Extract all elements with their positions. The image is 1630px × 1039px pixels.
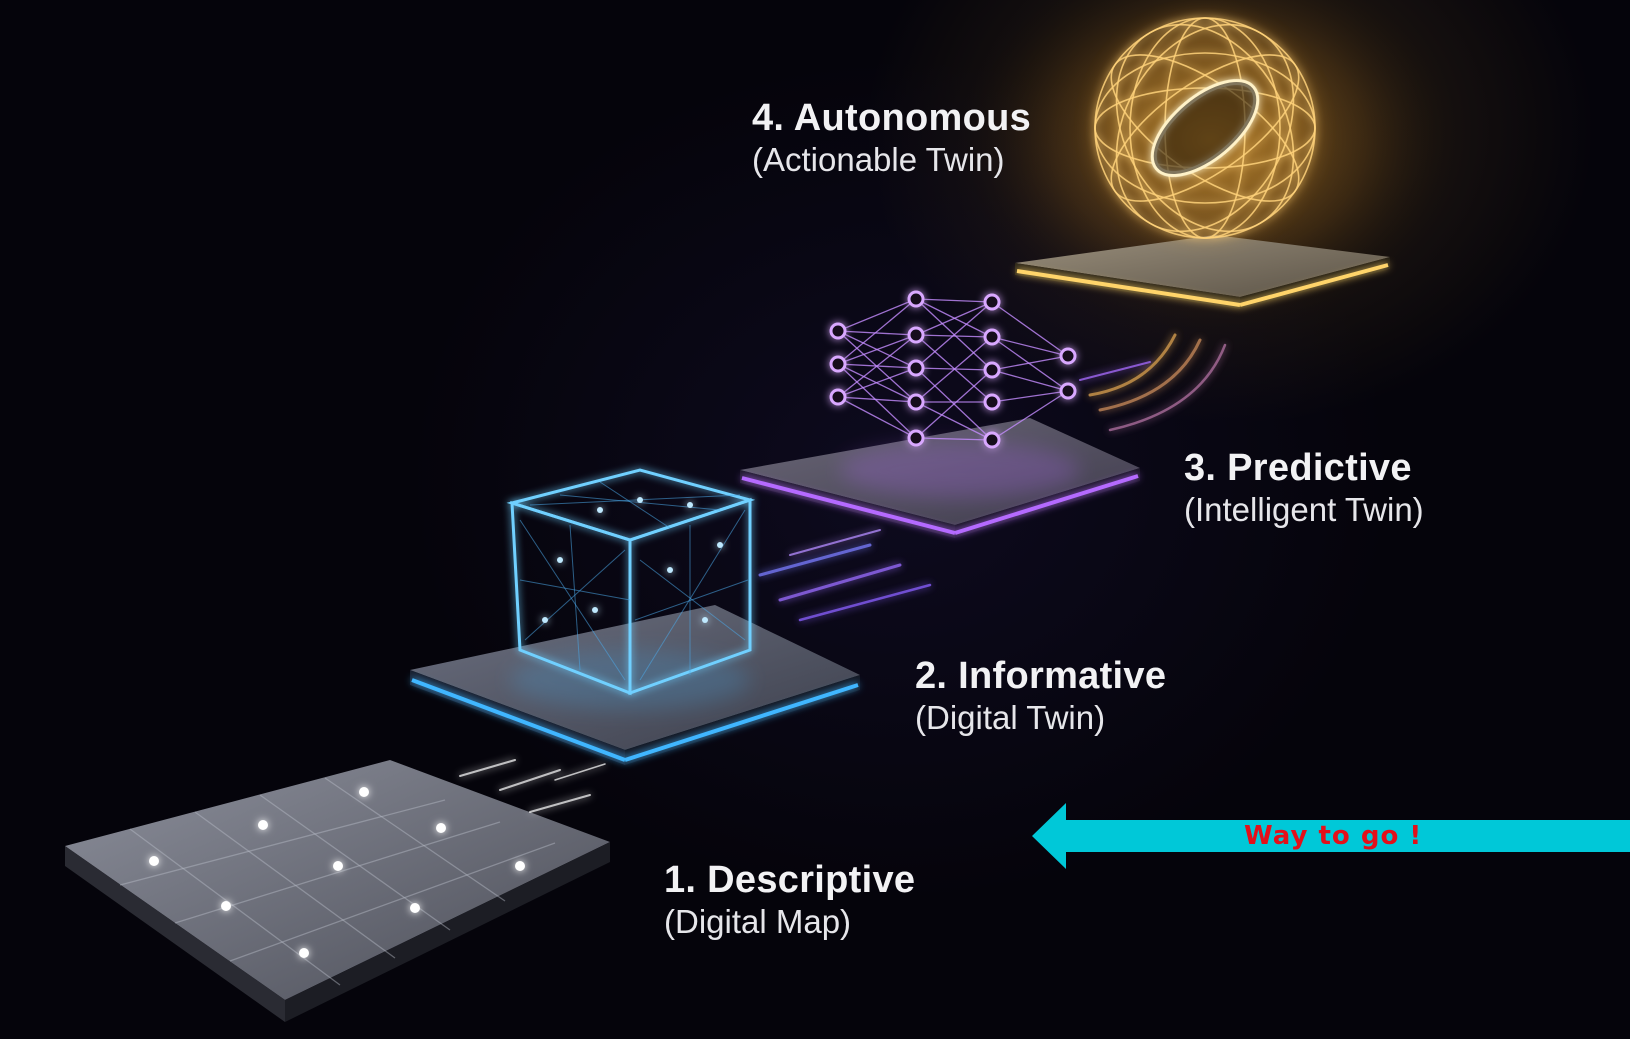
flow-streaks-1 [459,759,606,813]
callout-arrow: Way to go ! [1032,803,1630,869]
stage-4-label: 4. Autonomous (Actionable Twin) [752,96,1031,180]
stage-4-subtitle: (Actionable Twin) [752,140,1005,178]
neural-network-icon [829,290,1077,449]
predictive-plate [740,418,1140,538]
stage-2-subtitle: (Digital Twin) [915,698,1106,736]
stage-1-title: 1. Descriptive [664,859,916,901]
flow-streaks-2 [758,529,932,622]
flow-streaks-3 [1079,333,1227,432]
left-arrow-icon [1032,803,1630,869]
glowing-sphere-icon [1093,16,1317,240]
wireframe-cube-icon [506,468,756,696]
stage-2-title: 2. Informative [915,655,1167,697]
stage-1-label: 1. Descriptive (Digital Map) [664,858,915,942]
informative-plate [410,605,860,765]
callout-text: Way to go ! [1244,821,1423,851]
stage-2-label: 2. Informative (Digital Twin) [915,654,1166,738]
stage-4-title: 4. Autonomous [752,97,1032,139]
stage-3-title: 3. Predictive [1184,447,1412,489]
stage-3-label: 3. Predictive (Intelligent Twin) [1184,446,1424,530]
stage-1-subtitle: (Digital Map) [664,902,852,940]
stage-3-subtitle: (Intelligent Twin) [1184,490,1424,528]
grid-plate-icon [65,760,610,1022]
